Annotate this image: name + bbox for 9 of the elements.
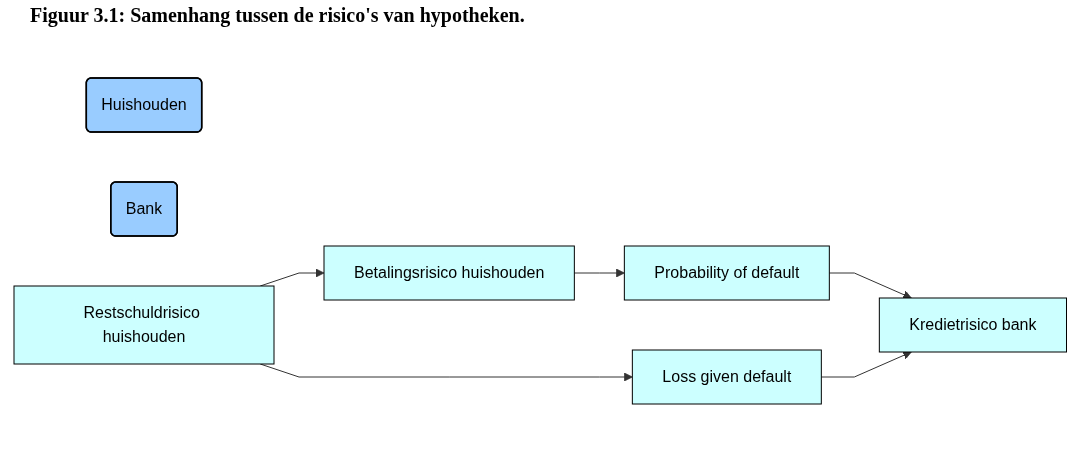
node-box: Restschuldrisico huishouden xyxy=(13,285,275,365)
figure-title: Figuur 3.1: Samenhang tussen de risico's van hypotheken. xyxy=(29,3,526,29)
node-box: Loss given default xyxy=(631,349,822,405)
node-box: Kredietrisico bank xyxy=(878,297,1067,353)
arrow xyxy=(820,351,912,378)
node-box: Betalingsrisico huishouden xyxy=(323,245,575,301)
arrow xyxy=(573,268,625,278)
node-box: Probability of default xyxy=(623,245,830,301)
arrow xyxy=(828,272,912,299)
